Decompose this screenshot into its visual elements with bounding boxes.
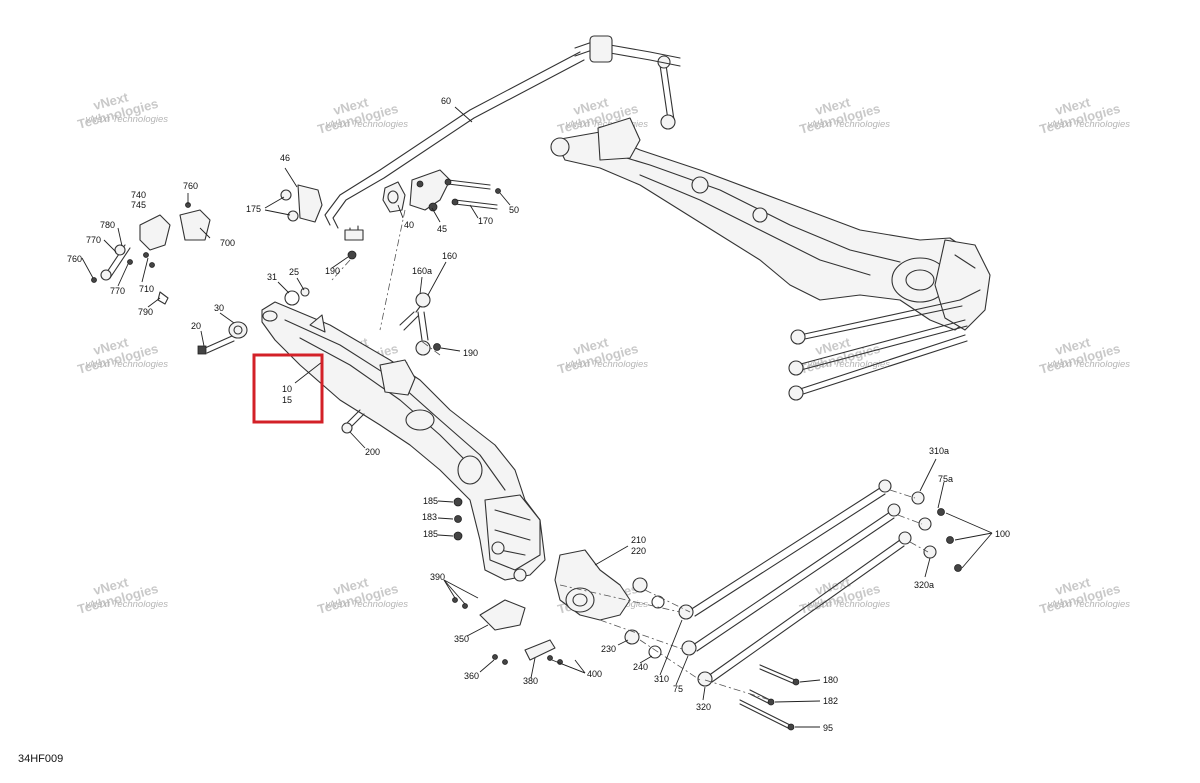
watermark-small: vNext Technologies <box>85 114 168 125</box>
bolts-170 <box>444 178 501 210</box>
callout-label: 185 <box>423 496 438 506</box>
callout-label: 770 <box>110 286 125 296</box>
callout-label: 200 <box>365 447 380 457</box>
watermark-small: vNext Technologies <box>807 119 890 130</box>
watermark-small: vNext Technologies <box>1047 119 1130 130</box>
callout-label: 745 <box>131 200 146 210</box>
callout-label: 170 <box>478 216 493 226</box>
callout-label: 160 <box>442 251 457 261</box>
bolt-200 <box>341 409 365 434</box>
callout-label: 210 <box>631 535 646 545</box>
sway-bar <box>324 35 681 241</box>
callout-label: 740 <box>131 190 146 200</box>
callout-label: 710 <box>139 284 154 294</box>
callout-label: 320 <box>696 702 711 712</box>
watermark-small: vNext Technologies <box>807 359 890 370</box>
callout-label: 46 <box>280 153 290 163</box>
watermark-small: vNext Technologies <box>85 359 168 370</box>
nuts-185-183 <box>453 497 463 541</box>
callout-label: 190 <box>463 348 478 358</box>
highlighted-callout-label: 15 <box>282 395 292 405</box>
callout-label: 310a <box>929 446 949 456</box>
bolts-180-182-95 <box>739 664 800 731</box>
callout-label: 790 <box>138 307 153 317</box>
watermark-small: vNext Technologies <box>325 119 408 130</box>
callout-label: 230 <box>601 644 616 654</box>
callout-label: 360 <box>464 671 479 681</box>
left-trailing-arm <box>261 301 546 582</box>
callout-label: 760 <box>183 181 198 191</box>
callout-label: 780 <box>100 220 115 230</box>
figure-id: 34HF009 <box>18 753 64 765</box>
callout-label: 185 <box>423 529 438 539</box>
callout-label: 182 <box>823 696 838 706</box>
callout-label: 240 <box>633 662 648 672</box>
callout-label: 320a <box>914 580 934 590</box>
highlight-box <box>252 353 324 424</box>
watermark-small: vNext Technologies <box>1047 599 1130 610</box>
bushing-30 <box>197 321 248 355</box>
callout-label: 770 <box>86 235 101 245</box>
callout-label: 310 <box>654 674 669 684</box>
callout-label: 20 <box>191 321 201 331</box>
callout-label: 75 <box>673 684 683 694</box>
watermark-small: vNext Technologies <box>565 359 648 370</box>
link-160 <box>399 292 441 356</box>
callout-label: 25 <box>289 267 299 277</box>
callout-label: 183 <box>422 512 437 522</box>
mount-assembly-700 <box>91 202 211 305</box>
callout-label: 180 <box>823 675 838 685</box>
watermark-small: vNext Technologies <box>565 119 648 130</box>
seal-31-25 <box>284 287 310 306</box>
lateral-links <box>678 479 962 687</box>
callout-label: 380 <box>523 676 538 686</box>
bushing-40 <box>382 181 406 213</box>
watermark-small: vNext Technologies <box>325 599 408 610</box>
callout-label: 160a <box>412 266 432 276</box>
knuckle-210 <box>554 549 665 659</box>
callout-label: 50 <box>509 205 519 215</box>
callout-label: 190 <box>325 266 340 276</box>
callout-label: 95 <box>823 723 833 733</box>
callout-label: 60 <box>441 96 451 106</box>
callout-label: 700 <box>220 238 235 248</box>
callout-label: 175 <box>246 204 261 214</box>
right-trailing-arm-assembly <box>550 55 991 401</box>
callout-label: 350 <box>454 634 469 644</box>
clamp-45 <box>409 169 451 212</box>
callout-label: 31 <box>267 272 277 282</box>
watermark-small: vNext Technologies <box>85 599 168 610</box>
bracket-350 <box>452 597 563 665</box>
callout-label: 40 <box>404 220 414 230</box>
callout-label: 100 <box>995 529 1010 539</box>
bracket-46 <box>280 184 357 260</box>
assembly-centerlines <box>331 209 929 701</box>
callout-label: 45 <box>437 224 447 234</box>
watermark-small: vNext Technologies <box>1047 359 1130 370</box>
callout-label: 400 <box>587 669 602 679</box>
callout-label: 390 <box>430 572 445 582</box>
callout-label: 220 <box>631 546 646 556</box>
callout-label: 760 <box>67 254 82 264</box>
highlighted-callout-label: 10 <box>282 384 292 394</box>
watermark-small: vNext Technologies <box>807 599 890 610</box>
callout-label: 75a <box>938 474 953 484</box>
callout-label: 30 <box>214 303 224 313</box>
leader-lines <box>81 106 993 728</box>
